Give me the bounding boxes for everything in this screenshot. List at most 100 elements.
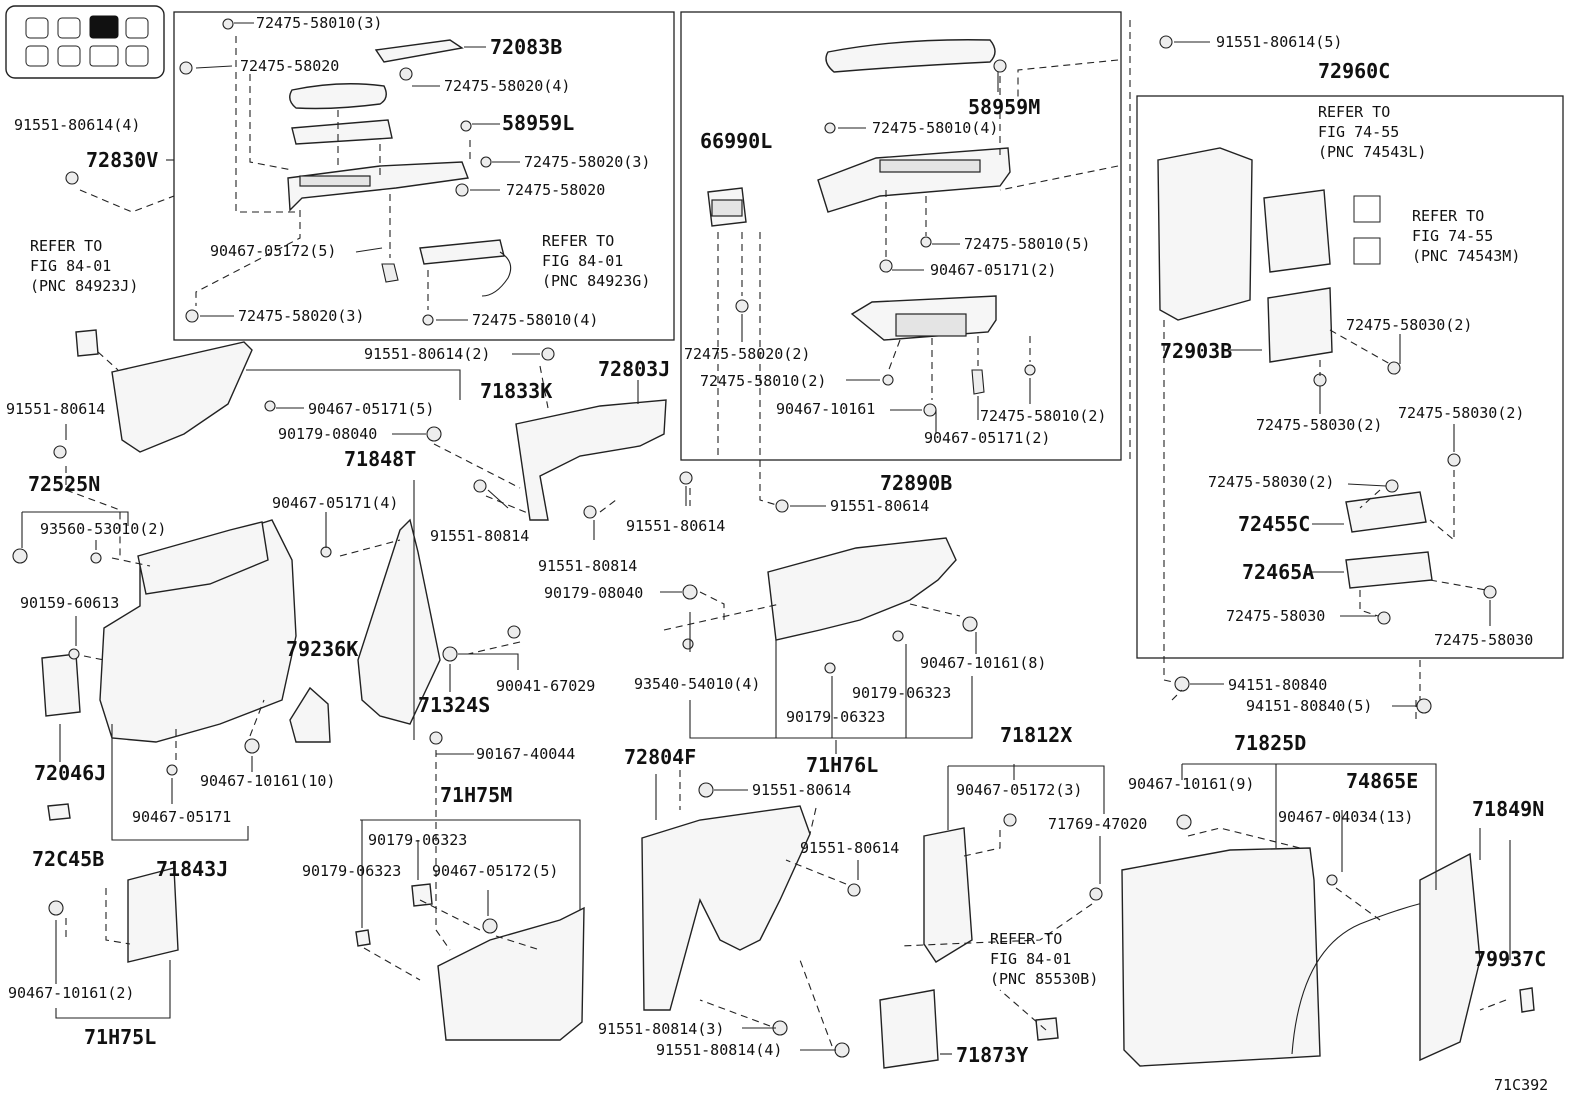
part-label[interactable]: 71324S [418,693,490,717]
part-label[interactable]: 72475-58030(2) [1208,473,1334,491]
part-label[interactable]: 72083B [490,35,562,59]
part-label[interactable]: 72046J [34,761,106,785]
part-label[interactable]: 72C45B [32,847,104,871]
part-label[interactable]: 72475-58010(4) [872,119,998,137]
reference-line: FIG 84-01 [542,252,623,270]
part-label[interactable]: 90179-06323 [368,831,467,849]
part-label[interactable]: 72525N [28,472,100,496]
part-label[interactable]: 72465A [1242,560,1314,584]
part-label[interactable]: 90467-10161(2) [8,984,134,1002]
part-label[interactable]: 91551-80614(4) [14,116,140,134]
part-label[interactable]: 72475-58020 [240,57,339,75]
reference-note-85530B: REFER TO FIG 84-01 (PNC 85530B) [990,930,1098,988]
part-label[interactable]: 90467-05172(5) [210,242,336,260]
part-label[interactable]: 90467-10161(10) [200,772,335,790]
part-label[interactable]: 90179-08040 [544,584,643,602]
part-label[interactable]: 90179-06323 [852,684,951,702]
part-label[interactable]: 72475-58030 [1226,607,1325,625]
reference-line: (PNC 74543L) [1318,143,1426,161]
part-label[interactable]: 71H75M [440,783,512,807]
part-label[interactable]: 72475-58010(5) [964,235,1090,253]
part-label[interactable]: 72475-58030 [1434,631,1533,649]
part-label[interactable]: 90467-05172(5) [432,862,558,880]
part-label[interactable]: 90467-10161(8) [920,654,1046,672]
part-label[interactable]: 72830V [86,148,158,172]
part-label[interactable]: 71769-47020 [1048,815,1147,833]
part-label[interactable]: 90041-67029 [496,677,595,695]
part-label[interactable]: 71848T [344,447,416,471]
part-label[interactable]: 71833K [480,379,552,403]
part-label[interactable]: 90467-05171(2) [930,261,1056,279]
part-label[interactable]: 90467-10161(9) [1128,775,1254,793]
part-label[interactable]: 90467-04034(13) [1278,808,1413,826]
part-label[interactable]: 90179-06323 [786,708,885,726]
part-label[interactable]: 90467-05171(5) [308,400,434,418]
part-label[interactable]: 72475-58020(4) [444,77,570,95]
reference-line: (PNC 84923G) [542,272,650,290]
part-label[interactable]: 91551-80614 [800,839,899,857]
part-label[interactable]: 90179-06323 [302,862,401,880]
part-label[interactable]: 72804F [624,745,696,769]
part-label[interactable]: 72475-58020(2) [684,345,810,363]
part-label[interactable]: 72903B [1160,339,1232,363]
part-label[interactable]: 90467-05171(2) [924,429,1050,447]
part-label[interactable]: 72475-58010(2) [700,372,826,390]
part-label[interactable]: 72960C [1318,59,1390,83]
part-label[interactable]: 91551-80614 [752,781,851,799]
part-label[interactable]: 71H75L [84,1025,156,1049]
part-label[interactable]: 91551-80614 [626,517,725,535]
part-label[interactable]: 72475-58030(2) [1256,416,1382,434]
part-label[interactable]: 90467-10161 [776,400,875,418]
reference-line: REFER TO [1318,103,1390,121]
part-label[interactable]: 91551-80814 [430,527,529,545]
part-label[interactable]: 72455C [1238,512,1310,536]
part-label[interactable]: 72475-58020(3) [238,307,364,325]
part-label[interactable]: 58959M [968,95,1040,119]
part-labels: 72475-58010(3) 72083B 72475-58020 72475-… [6,14,1546,1067]
part-label[interactable]: 94151-80840 [1228,676,1327,694]
part-label[interactable]: 91551-80614(5) [1216,33,1342,51]
part-label[interactable]: 71849N [1472,797,1544,821]
part-label[interactable]: 66990L [700,129,772,153]
part-label[interactable]: 90179-08040 [278,425,377,443]
dash-lines-outside [65,59,1507,1047]
part-label[interactable]: 71825D [1234,731,1306,755]
reference-line: REFER TO [542,232,614,250]
group-box-armrest [680,11,1122,461]
part-label[interactable]: 91551-80814 [538,557,637,575]
part-label[interactable]: 91551-80814(3) [598,1020,724,1038]
part-label[interactable]: 72475-58010(2) [980,407,1106,425]
part-label[interactable]: 72475-58030(2) [1398,404,1524,422]
part-label[interactable]: 79236K [286,637,358,661]
part-label[interactable]: 72475-58010(4) [472,311,598,329]
part-label[interactable]: 90159-60613 [20,594,119,612]
part-label[interactable]: 72475-58020(3) [524,153,650,171]
part-label[interactable]: 91551-80614 [6,400,105,418]
part-label[interactable]: 90167-40044 [476,745,575,763]
part-label[interactable]: 79937C [1474,947,1546,971]
part-label[interactable]: 58959L [502,111,574,135]
part-label[interactable]: 71H76L [806,753,878,777]
part-label[interactable]: 71873Y [956,1043,1028,1067]
part-label[interactable]: 72890B [880,471,952,495]
reference-line: REFER TO [990,930,1062,948]
part-label[interactable]: 93560-53010(2) [40,520,166,538]
part-label[interactable]: 90467-05171(4) [272,494,398,512]
part-label[interactable]: 71843J [156,857,228,881]
reference-note-84923G: REFER TO FIG 84-01 (PNC 84923G) [542,232,650,290]
part-label[interactable]: 72803J [598,357,670,381]
part-label[interactable]: 91551-80614(2) [364,345,490,363]
part-label[interactable]: 94151-80840(5) [1246,697,1372,715]
part-label[interactable]: 74865E [1346,769,1418,793]
part-label[interactable]: 72475-58030(2) [1346,316,1472,334]
part-label[interactable]: 71812X [1000,723,1072,747]
part-label[interactable]: 90467-05172(3) [956,781,1082,799]
part-label[interactable]: 72475-58010(3) [256,14,382,32]
part-label[interactable]: 91551-80614 [830,497,929,515]
part-label[interactable]: 72475-58020 [506,181,605,199]
part-label[interactable]: 91551-80814(4) [656,1041,782,1059]
part-label[interactable]: 93540-54010(4) [634,675,760,693]
part-label[interactable]: 90467-05171 [132,808,231,826]
